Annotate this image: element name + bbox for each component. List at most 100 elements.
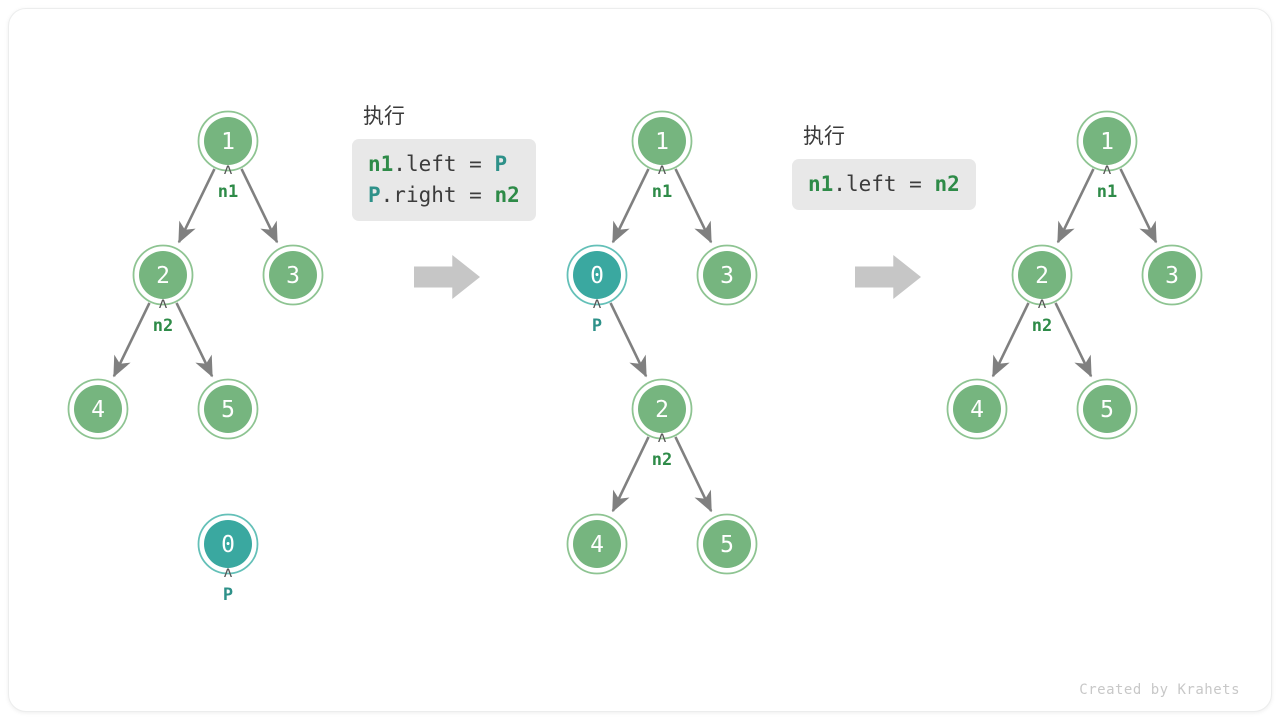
caret-icon: ʌ xyxy=(657,160,666,178)
tree-node: 4 xyxy=(67,378,129,440)
tree-edge xyxy=(674,436,713,513)
tree-node: 0 xyxy=(197,513,259,575)
node-circle xyxy=(139,251,187,299)
pointer-name: n2 xyxy=(153,316,173,336)
node-circle xyxy=(74,385,122,433)
node-outer-ring xyxy=(197,513,259,575)
tree-node: 3 xyxy=(696,244,758,306)
code-token: P xyxy=(368,183,381,207)
code-token: n1 xyxy=(368,152,394,176)
code-block: n1.left = n2 xyxy=(792,159,976,210)
tree-edge xyxy=(112,302,151,378)
node-outer-ring xyxy=(1076,110,1138,172)
tree-edge xyxy=(1056,168,1095,244)
node-circle xyxy=(1148,251,1196,299)
node-value: 2 xyxy=(655,397,669,423)
node-circle xyxy=(1083,385,1131,433)
node-circle xyxy=(204,385,252,433)
node-gap-ring xyxy=(634,113,690,169)
tree-node: 5 xyxy=(1076,378,1138,440)
tree-edge xyxy=(611,436,650,513)
code-token: n2 xyxy=(934,172,960,196)
code-token: P xyxy=(494,152,508,176)
node-outer-ring xyxy=(67,378,129,440)
node-gap-ring xyxy=(200,516,256,572)
node-pointer-label: ʌP xyxy=(592,294,602,336)
node-pointer-label: ʌ n2 xyxy=(153,294,173,336)
tree-node: 2 xyxy=(631,378,693,440)
pointer-name: n1 xyxy=(1097,182,1117,202)
code-token: n2 xyxy=(494,183,520,207)
tree-node: 1 xyxy=(631,110,693,172)
code-token: .left = xyxy=(833,172,935,196)
node-value: 4 xyxy=(970,397,984,423)
node-gap-ring xyxy=(200,113,256,169)
node-value: 0 xyxy=(221,532,235,558)
tree-node: 1 xyxy=(197,110,259,172)
pointer-name: n2 xyxy=(1032,316,1052,336)
code-line: P.right = n2 xyxy=(368,180,520,211)
node-outer-ring xyxy=(197,378,259,440)
node-value: 3 xyxy=(720,263,734,289)
code-token: n1 xyxy=(808,172,834,196)
tree-node: 3 xyxy=(262,244,324,306)
node-value: 2 xyxy=(1035,263,1049,289)
node-circle xyxy=(269,251,317,299)
node-value: 4 xyxy=(91,397,105,423)
tree-edge xyxy=(1119,168,1158,244)
node-outer-ring xyxy=(262,244,324,306)
node-outer-ring xyxy=(132,244,194,306)
node-value: 0 xyxy=(590,263,604,289)
tree-node: 2 xyxy=(132,244,194,306)
caret-icon: ʌ xyxy=(158,294,167,312)
node-gap-ring xyxy=(569,516,625,572)
tree-node: 4 xyxy=(946,378,1008,440)
code-token: .left = xyxy=(393,152,495,176)
pointer-name: n1 xyxy=(218,182,238,202)
node-gap-ring xyxy=(949,381,1005,437)
tree-edge xyxy=(175,302,214,378)
caret-icon: ʌ xyxy=(657,428,666,446)
caret-icon: ʌ xyxy=(592,294,601,312)
node-gap-ring xyxy=(70,381,126,437)
node-gap-ring xyxy=(1079,113,1135,169)
node-gap-ring xyxy=(1079,381,1135,437)
tree-edge xyxy=(611,168,650,244)
node-circle xyxy=(1083,117,1131,165)
tree-node: 1 xyxy=(1076,110,1138,172)
node-value: 3 xyxy=(286,263,300,289)
node-pointer-label: ʌn2 xyxy=(1032,294,1052,336)
step-transition-arrow-icon xyxy=(414,255,480,299)
node-circle xyxy=(638,117,686,165)
node-value: 5 xyxy=(720,532,734,558)
tree-edge xyxy=(1054,302,1093,378)
node-gap-ring xyxy=(699,247,755,303)
pointer-name: n2 xyxy=(652,450,672,470)
tree-edge xyxy=(609,302,648,378)
pointer-name: n1 xyxy=(652,182,672,202)
node-value: 1 xyxy=(221,129,235,155)
node-circle xyxy=(204,520,252,568)
node-value: 5 xyxy=(1100,397,1114,423)
node-circle xyxy=(573,520,621,568)
node-circle xyxy=(638,385,686,433)
node-circle xyxy=(573,251,621,299)
caret-icon: ʌ xyxy=(223,160,232,178)
caret-icon: ʌ xyxy=(1102,160,1111,178)
code-line: n1.left = n2 xyxy=(808,169,960,200)
node-outer-ring xyxy=(631,110,693,172)
node-gap-ring xyxy=(1014,247,1070,303)
step-transition-arrow-icon xyxy=(855,255,921,299)
node-gap-ring xyxy=(265,247,321,303)
node-circle xyxy=(703,251,751,299)
node-gap-ring xyxy=(1144,247,1200,303)
node-pointer-label: ʌP xyxy=(223,563,233,605)
tree-node: 5 xyxy=(197,378,259,440)
node-outer-ring xyxy=(1011,244,1073,306)
tree-edge xyxy=(674,168,713,244)
node-pointer-label: ʌ n2 xyxy=(652,428,672,470)
node-gap-ring xyxy=(569,247,625,303)
